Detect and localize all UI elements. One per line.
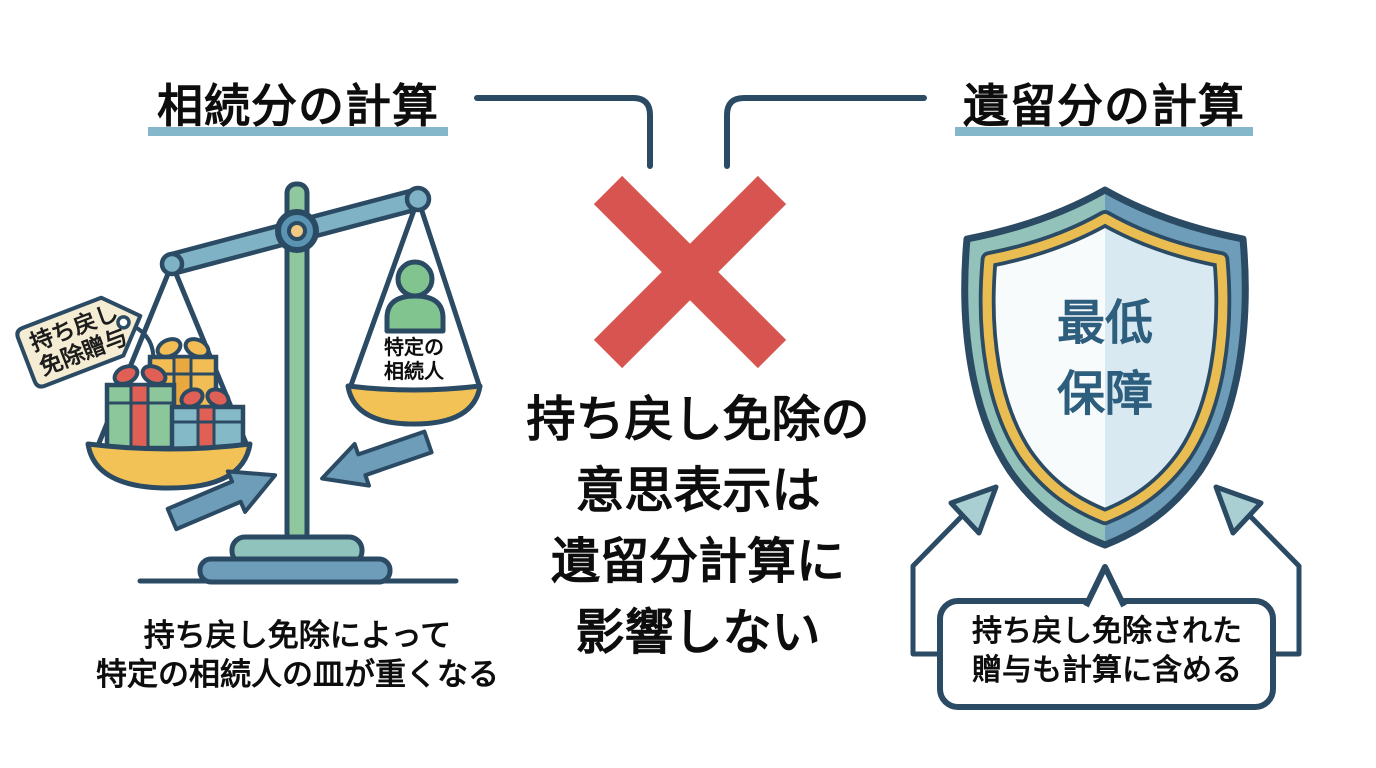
beam-joint-right (404, 185, 432, 213)
tag-hole (116, 315, 131, 330)
right-title-underline (955, 127, 1253, 136)
caption-line: 特定の相続人の皿が重くなる (96, 657, 499, 692)
shield-label-line: 最低 (1056, 297, 1153, 350)
shield-icon (961, 186, 1249, 549)
pivot-inner (287, 221, 307, 241)
right-pan-string (347, 198, 421, 389)
person-icon (384, 259, 446, 334)
bubble-pointer (1083, 564, 1127, 608)
person-body (384, 293, 446, 334)
shield-outline (961, 186, 1249, 549)
arrow-down-left-icon (320, 429, 434, 488)
tag-shape (15, 295, 143, 389)
gift-bow (112, 364, 140, 386)
right-section-title: 遺留分の計算 (963, 80, 1245, 132)
cross-icon (593, 175, 787, 369)
arrow-up-right-icon (165, 469, 278, 532)
message-line: 意思表示は (575, 464, 821, 518)
callout-arrowhead-right-icon (1213, 484, 1264, 536)
shield-inner (978, 210, 1232, 526)
message-line: 持ち戻し免除の (526, 393, 870, 447)
gift-boxes (104, 337, 246, 461)
shield-label-line: 保障 (1056, 368, 1153, 421)
shield-inner-left (987, 218, 1105, 517)
balance-scale-icon: 持ち戻し 免除贈与 (15, 181, 483, 585)
beam-joint-left (159, 251, 185, 277)
caption-line: 持ち戻し免除によって (143, 618, 452, 653)
pan-label-line: 特定の (384, 337, 444, 359)
person-head (395, 259, 435, 299)
left-bracket-line (474, 95, 653, 169)
right-pan-string (415, 198, 483, 389)
bubble-line: 持ち戻し免除された (972, 615, 1242, 648)
bubble-line: 贈与も計算に含める (972, 654, 1242, 687)
callout-bubble (937, 564, 1276, 710)
gift-bow (140, 364, 168, 386)
callout-line-left (910, 514, 964, 657)
pan-person-label: 特定の 相続人 (364, 336, 464, 384)
message-line: 遺留分計算に (550, 535, 845, 589)
right-pan (345, 383, 483, 427)
callout-arrows (910, 484, 1302, 657)
left-pan (85, 441, 253, 491)
left-section-title: 相続分の計算 (157, 80, 439, 132)
left-title-underline (148, 127, 448, 136)
pan-label-line: 相続人 (384, 361, 444, 383)
callout-arrowhead-left-icon (948, 484, 999, 536)
scale-base-bottom (197, 556, 393, 585)
scale-caption: 持ち戻し免除によって 特定の相続人の皿が重くなる (85, 616, 510, 694)
shield-label: 最低 保障 (1020, 288, 1190, 430)
gift-tag: 持ち戻し 免除贈与 (15, 295, 143, 389)
callout-line-right (1248, 514, 1302, 657)
gold-band (982, 213, 1228, 522)
callout-text: 持ち戻し免除された 贈与も計算に含める (948, 612, 1266, 690)
message-line: 影響しない (575, 606, 821, 660)
center-message: 持ち戻し免除の 意思表示は 遺留分計算に 影響しない (500, 385, 896, 669)
right-bracket-line (724, 95, 927, 169)
cross-stroke-2 (593, 175, 787, 369)
gift-ribbon (129, 383, 150, 450)
